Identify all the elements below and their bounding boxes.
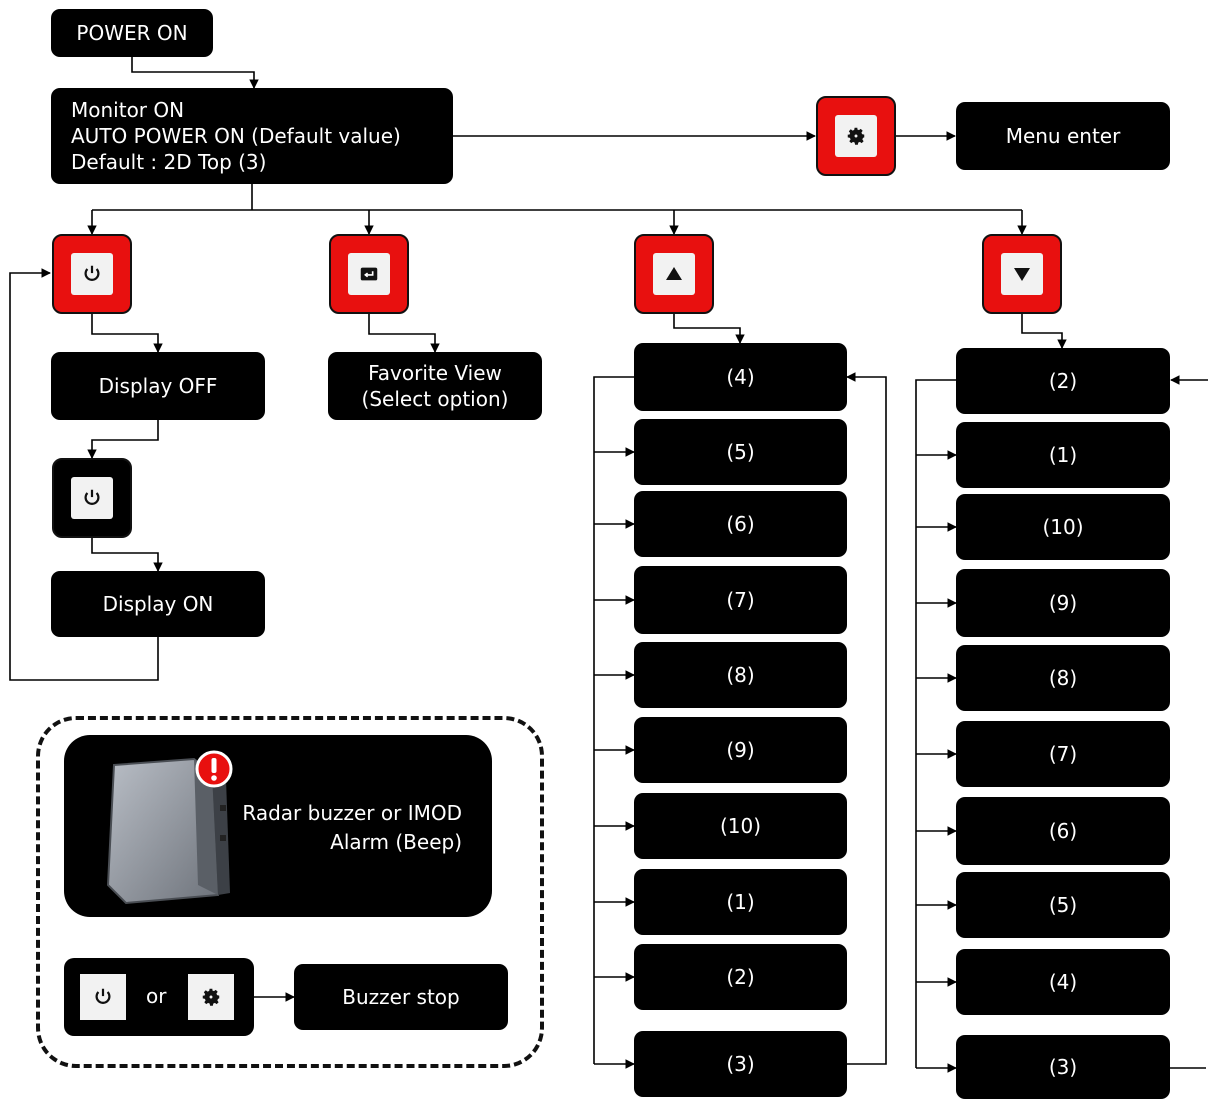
down-step-2: (1) xyxy=(956,422,1170,488)
buzzer-legend-frame xyxy=(36,716,544,1068)
up-step-2: (5) xyxy=(634,419,847,485)
down-step-5: (8) xyxy=(956,645,1170,711)
up-button[interactable] xyxy=(634,234,714,314)
auto-power-line: AUTO POWER ON (Default value) xyxy=(71,124,401,148)
menu-button[interactable] xyxy=(816,96,896,176)
favorite-view-box: Favorite View (Select option) xyxy=(328,352,542,420)
alarm-box: Radar buzzer or IMOD Alarm (Beep) xyxy=(64,735,492,917)
down-step-10: (3) xyxy=(956,1035,1170,1099)
down-arrow-icon xyxy=(1001,253,1043,295)
power-button[interactable] xyxy=(52,234,132,314)
favorite-view-label: Favorite View xyxy=(368,361,502,385)
up-step-5: (8) xyxy=(634,642,847,708)
buzzer-keys-box: or xyxy=(64,958,254,1036)
alarm-line-1: Radar buzzer or IMOD xyxy=(242,801,462,825)
menu-enter-box: Menu enter xyxy=(956,102,1170,170)
radar-unit-image xyxy=(106,757,230,905)
up-arrow-icon xyxy=(653,253,695,295)
up-step-10: (3) xyxy=(634,1031,847,1097)
up-step-8: (1) xyxy=(634,869,847,935)
up-step-9: (2) xyxy=(634,944,847,1010)
down-step-3: (10) xyxy=(956,494,1170,560)
buzzer-stop-box: Buzzer stop xyxy=(294,964,508,1030)
display-on-box: Display ON xyxy=(51,571,265,637)
gear-icon[interactable] xyxy=(188,974,234,1020)
down-step-6: (7) xyxy=(956,721,1170,787)
exclamation-icon xyxy=(195,750,233,788)
or-label: or xyxy=(146,984,167,1008)
up-step-7: (10) xyxy=(634,793,847,859)
power-button-dark[interactable] xyxy=(52,458,132,538)
favorite-view-sub: (Select option) xyxy=(361,387,509,411)
enter-icon xyxy=(348,253,390,295)
favorite-button[interactable] xyxy=(329,234,409,314)
default-view-line: Default : 2D Top (3) xyxy=(71,150,267,174)
down-step-7: (6) xyxy=(956,797,1170,865)
gear-icon xyxy=(835,115,877,157)
down-step-1: (2) xyxy=(956,348,1170,414)
monitor-on-line: Monitor ON xyxy=(71,98,185,122)
monitor-on-box: Monitor ON AUTO POWER ON (Default value)… xyxy=(51,88,453,184)
down-step-8: (5) xyxy=(956,872,1170,938)
down-step-9: (4) xyxy=(956,949,1170,1015)
up-step-3: (6) xyxy=(634,491,847,557)
power-on-box: POWER ON xyxy=(51,9,213,57)
power-icon[interactable] xyxy=(80,974,126,1020)
alarm-line-2: Alarm (Beep) xyxy=(330,830,462,854)
alarm-description: Radar buzzer or IMOD Alarm (Beep) xyxy=(242,799,462,857)
down-step-4: (9) xyxy=(956,569,1170,637)
down-button[interactable] xyxy=(982,234,1062,314)
up-step-1: (4) xyxy=(634,343,847,411)
power-icon xyxy=(71,477,113,519)
display-off-box: Display OFF xyxy=(51,352,265,420)
up-step-4: (7) xyxy=(634,566,847,634)
up-step-6: (9) xyxy=(634,717,847,783)
power-icon xyxy=(71,253,113,295)
